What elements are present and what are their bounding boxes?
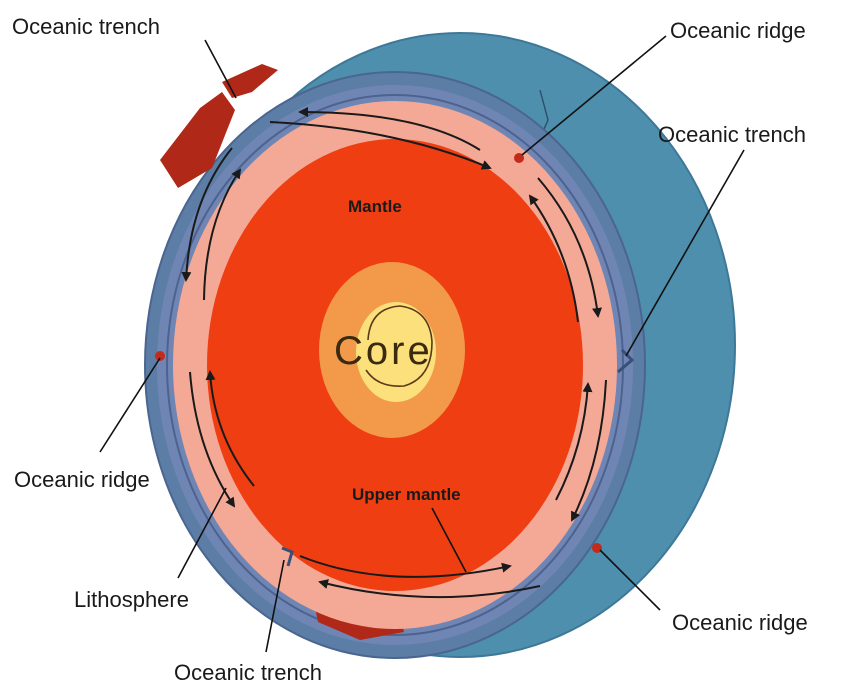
label-mantle: Mantle [348, 197, 402, 216]
label-oceanic-trench-top-left: Oceanic trench [12, 14, 160, 39]
plate-block-top [222, 64, 278, 98]
label-oceanic-ridge-top-right: Oceanic ridge [670, 18, 806, 43]
label-oceanic-trench-right: Oceanic trench [658, 122, 806, 147]
label-upper-mantle: Upper mantle [352, 485, 461, 504]
label-oceanic-ridge-left: Oceanic ridge [14, 467, 150, 492]
label-lithosphere: Lithosphere [74, 587, 189, 612]
label-core: Core [334, 329, 433, 373]
ridge-marker-left [155, 351, 165, 361]
label-oceanic-trench-bottom: Oceanic trench [174, 660, 322, 685]
leader-trench-top-left [205, 40, 236, 98]
label-oceanic-ridge-bottom-right: Oceanic ridge [672, 610, 808, 635]
